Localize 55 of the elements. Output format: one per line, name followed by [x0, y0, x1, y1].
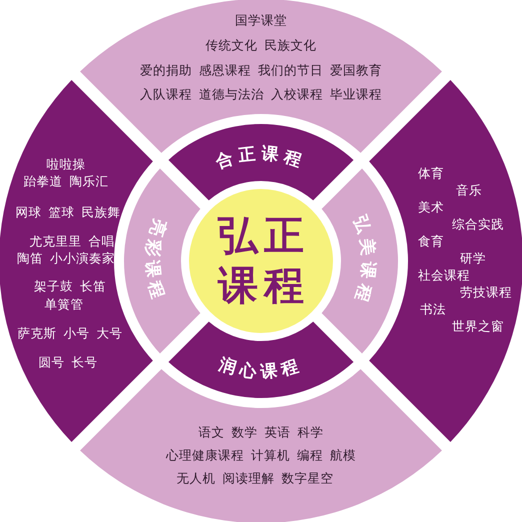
course-item: 啦啦操 — [46, 156, 86, 172]
course-item: 篮球 — [48, 204, 74, 220]
course-item: 入校课程 — [271, 86, 323, 102]
course-item: 萨克斯 — [18, 326, 56, 340]
course-item: 综合实践 — [452, 216, 504, 232]
course-item: 尤克里里 — [30, 234, 82, 248]
course-item: 网球 — [16, 204, 42, 220]
course-item: 航模 — [330, 448, 356, 462]
course-item: 跆拳道 — [24, 174, 62, 188]
course-item: 陶笛 — [17, 250, 43, 266]
course-item: 美术 — [418, 200, 444, 214]
segment-title: 弘美课程 — [349, 213, 378, 309]
course-item: 世界之窗 — [452, 318, 504, 334]
course-item: 语文 — [198, 424, 224, 440]
course-item: 长笛 — [80, 278, 106, 294]
course-item: 大号 — [96, 326, 122, 340]
course-item: 阅读理解 — [222, 470, 274, 486]
course-item: 毕业课程 — [330, 86, 382, 102]
course-item: 架子鼓 — [34, 278, 73, 294]
course-item: 国学课堂 — [235, 12, 287, 28]
course-item: 研学 — [460, 250, 486, 266]
course-item: 劳技课程 — [460, 284, 512, 300]
course-item: 陶乐汇 — [70, 174, 108, 188]
course-item: 感恩课程 — [199, 62, 251, 78]
course-item: 小小演奏家 — [50, 250, 115, 266]
course-item: 编程 — [297, 448, 323, 462]
course-item: 体育 — [418, 166, 444, 180]
course-item: 食育 — [418, 234, 444, 248]
course-item: 单簧管 — [44, 296, 84, 312]
course-item: 数字星空 — [282, 470, 334, 486]
course-item: 小号 — [64, 326, 90, 340]
course-item: 民族舞 — [82, 204, 120, 220]
course-item: 传统文化 — [206, 38, 258, 52]
course-item: 数学 — [232, 424, 258, 440]
course-item: 书法 — [420, 302, 446, 316]
course-item: 我们的节日 — [258, 62, 323, 78]
course-item: 圆号 — [38, 354, 64, 370]
center-title: 弘正课程 — [216, 212, 311, 311]
course-item: 爱的捐助 — [140, 62, 192, 78]
course-item: 民族文化 — [264, 38, 316, 52]
course-item: 无人机 — [176, 470, 216, 486]
course-item: 道德与法治 — [199, 86, 264, 102]
course-item: 英语 — [264, 424, 290, 440]
course-item: 长号 — [72, 354, 98, 370]
segment-title: 润心课程 — [216, 354, 306, 382]
course-item: 爱国教育 — [330, 62, 382, 78]
segment-title: 亮彩课程 — [142, 216, 170, 306]
course-item: 合唱 — [88, 234, 114, 248]
course-item: 心理健康课程 — [166, 448, 244, 462]
course-item: 科学 — [298, 424, 324, 440]
segment-title: 合正课程 — [213, 144, 309, 173]
course-item: 计算机 — [251, 448, 290, 462]
course-item: 入队课程 — [140, 86, 192, 102]
course-item: 社会课程 — [418, 268, 470, 282]
course-item: 音乐 — [456, 182, 482, 198]
